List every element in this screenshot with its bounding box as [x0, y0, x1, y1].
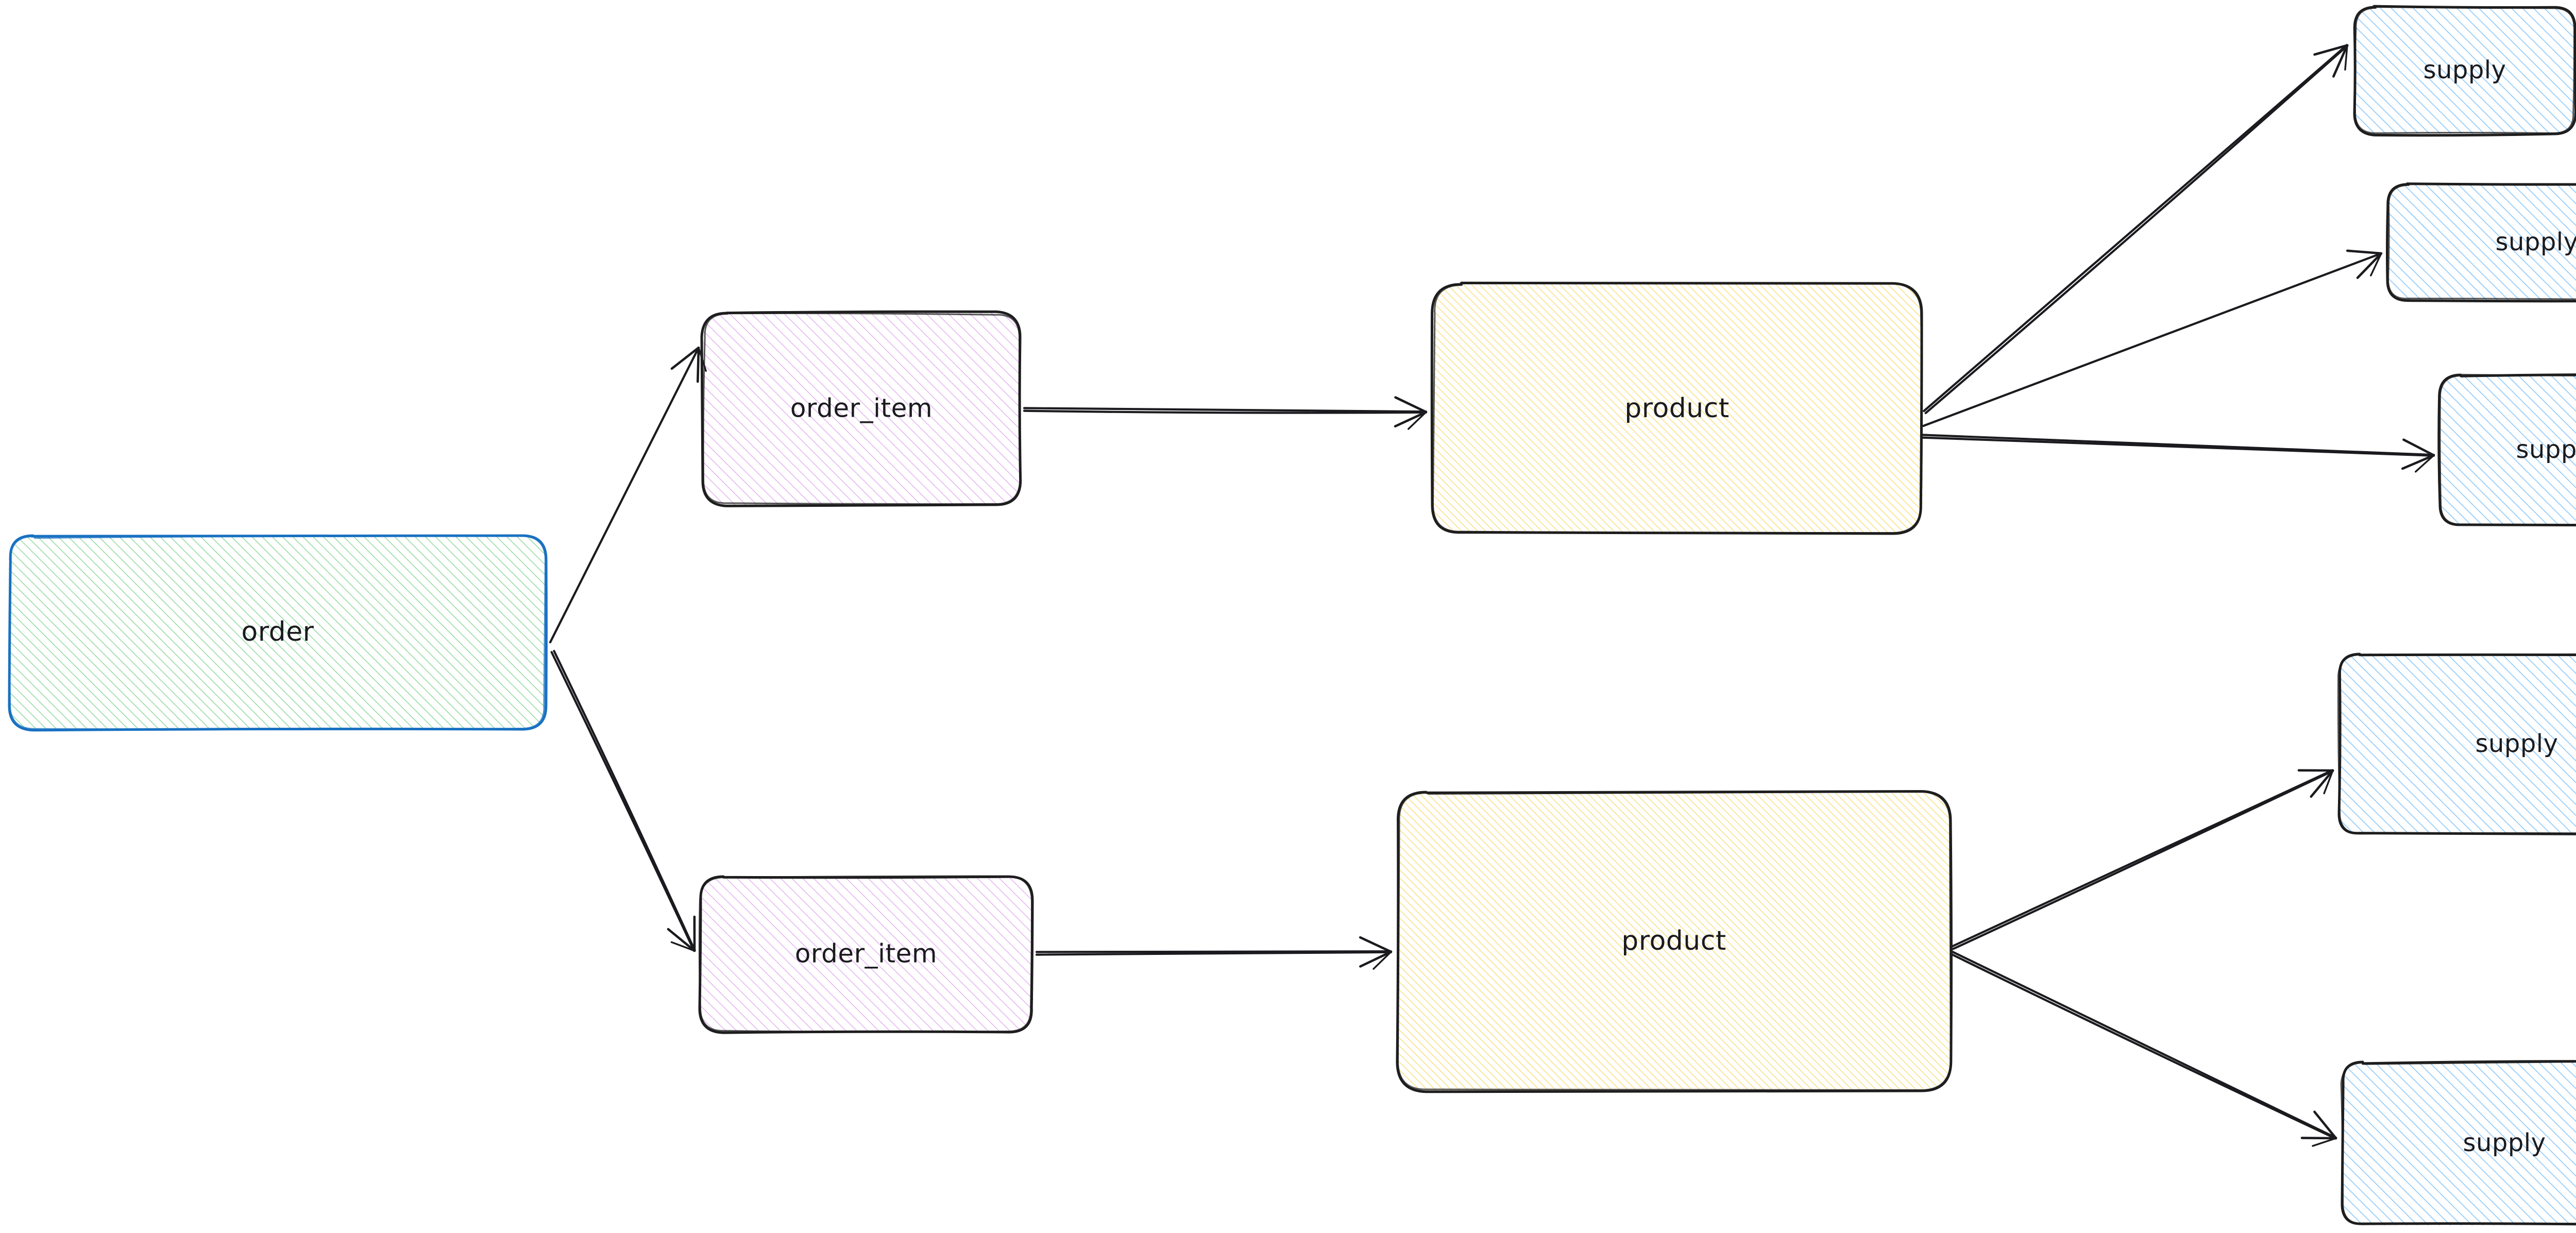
node-outline-secondary [1432, 282, 1923, 534]
edge-line [1023, 407, 1428, 413]
node-outline-secondary [698, 875, 1033, 1033]
node-outline [2437, 373, 2576, 526]
node-label: product [1621, 926, 1726, 956]
edge-line [1922, 434, 2435, 456]
node-order_item_2[interactable]: order_item [698, 875, 1034, 1034]
edge-line [1951, 950, 2337, 1139]
node-label: supply [2463, 1128, 2546, 1157]
node-label: supply [2516, 435, 2576, 464]
node-outline-secondary [2340, 1061, 2576, 1225]
node-order[interactable]: order [8, 534, 548, 732]
edge-product_1-to-supply_2 [1922, 249, 2383, 427]
node-label: order_item [790, 393, 933, 423]
node-fill [8, 535, 547, 729]
edges-layer [549, 44, 2435, 1147]
edge-line [1035, 951, 1393, 956]
node-outline-secondary [1397, 791, 1952, 1091]
edge-line [1950, 953, 2337, 1140]
node-label: order_item [795, 939, 937, 969]
node-fill [703, 312, 1021, 506]
nodes-layer: orderorder_itemorder_itemproductproducts… [8, 5, 2576, 1226]
node-fill [2387, 184, 2576, 301]
arrow-head-icon [2370, 252, 2382, 277]
node-outline [698, 875, 1034, 1034]
edge-line [1922, 252, 2383, 427]
edge-order_item_1-to-product_1 [1023, 396, 1428, 430]
edge-product_1-to-supply_1 [1923, 44, 2349, 415]
edge-product_1-to-supply_3 [1921, 434, 2435, 473]
edge-order-to-order_item_2 [550, 649, 696, 952]
arrow-head-icon [1408, 411, 1427, 430]
node-supply_2[interactable]: supply [2386, 182, 2576, 303]
edge-line [1924, 44, 2349, 415]
edge-line [1023, 409, 1428, 414]
node-supply_5[interactable]: supply [2340, 1060, 2576, 1226]
arrow-head-icon [2312, 1137, 2337, 1147]
node-label: order [241, 616, 314, 647]
edge-order-to-order_item_1 [549, 346, 707, 644]
node-label: supply [2475, 729, 2558, 758]
arrow-head-icon [1372, 951, 1392, 970]
arrow-head-icon [2415, 454, 2435, 473]
node-fill [2440, 374, 2576, 525]
node-order_item_1[interactable]: order_item [700, 310, 1022, 507]
node-label: supply [2495, 228, 2576, 256]
node-label: supply [2423, 56, 2506, 84]
node-outline-secondary [9, 535, 546, 730]
edge-product_2-to-supply_5 [1950, 950, 2337, 1147]
node-fill [2341, 1061, 2576, 1226]
arrow-head-icon [670, 941, 696, 952]
node-fill [1432, 284, 1923, 534]
edge-line [549, 346, 700, 644]
node-supply_1[interactable]: supply [2353, 5, 2576, 137]
node-outline [2386, 182, 2576, 303]
edge-product_2-to-supply_4 [1951, 769, 2334, 950]
edge-order_item_2-to-product_2 [1035, 936, 1393, 970]
node-outline-secondary [2337, 653, 2576, 835]
edge-line [1952, 769, 2334, 950]
node-outline-secondary [702, 312, 1021, 505]
node-outline [2337, 653, 2576, 835]
edge-line [1921, 436, 2435, 457]
node-label: product [1624, 393, 1730, 424]
node-product_1[interactable]: product [1430, 281, 1923, 535]
node-outline-secondary [2439, 373, 2576, 526]
node-fill [2354, 7, 2575, 134]
node-supply_3[interactable]: supply [2437, 373, 2576, 526]
node-outline-secondary [2387, 183, 2576, 300]
arrow-head-icon [2344, 44, 2348, 71]
node-product_2[interactable]: product [1396, 790, 1953, 1093]
node-outline-secondary [2354, 6, 2575, 134]
edge-line [550, 651, 696, 952]
edge-line [553, 649, 696, 952]
arrow-head-icon [2323, 769, 2334, 795]
node-outline [700, 310, 1022, 507]
node-supply_4[interactable]: supply [2337, 653, 2576, 835]
node-fill [2338, 653, 2576, 835]
node-fill [1397, 791, 1951, 1091]
edge-line [1923, 44, 2348, 413]
node-fill [699, 876, 1033, 1033]
edge-line [1951, 769, 2334, 948]
